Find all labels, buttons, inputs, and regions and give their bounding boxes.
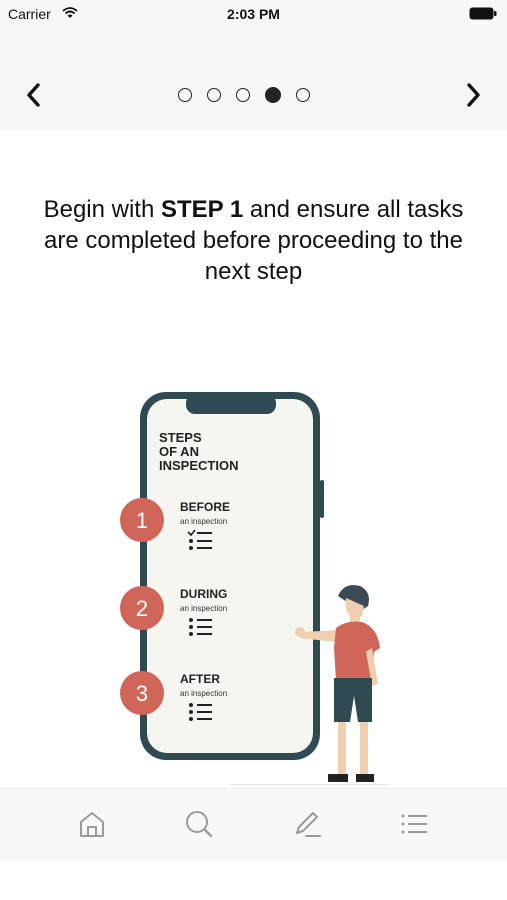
intro-prefix: Begin with [43,196,161,223]
step-title-2: DURING [180,587,227,601]
page-dot-2[interactable] [207,88,221,102]
tab-home[interactable] [75,807,109,841]
step-number-3: 3 [136,681,148,706]
search-icon [186,811,213,838]
intro-suffix: and ensure all tasks are completed befor… [44,196,464,285]
status-time: 2:03 PM [227,6,280,22]
list-icon [189,618,212,636]
person-figure [230,585,390,785]
wifi-icon [62,6,78,24]
carrier-label: Carrier [8,6,51,22]
inspection-illustration: STEPS OF AN INSPECTION 1 BEFORE an inspe… [100,380,420,790]
step-number-1: 1 [136,508,148,533]
home-icon [80,812,104,837]
battery-icon [469,7,497,25]
back-button[interactable] [22,80,46,110]
list-icon [189,703,212,721]
nav-bar [0,28,507,130]
page-dot-3[interactable] [236,88,250,102]
step-badge-1 [120,498,164,542]
tab-list[interactable] [397,807,431,841]
illustration-title-line2: OF AN [159,444,199,459]
illustration-svg: STEPS OF AN INSPECTION 1 BEFORE an inspe… [120,392,390,785]
intro-text: Begin with STEP 1 and ensure all tasks a… [40,194,467,287]
step-number-2: 2 [136,596,148,621]
page-dot-5[interactable] [296,88,310,102]
illustration-title-line1: STEPS [159,430,202,445]
page-dot-1[interactable] [178,88,192,102]
tab-bar [0,788,507,861]
intro-emphasis: STEP 1 [161,196,244,223]
tab-search[interactable] [182,807,216,841]
step-badge-3 [120,671,164,715]
chevron-right-icon [467,83,480,107]
pencil-icon [296,812,321,837]
step-title-3: AFTER [180,672,220,686]
checklist-icon [187,529,212,550]
step-subtitle-2: an inspection [180,604,227,613]
page-indicator [178,87,310,105]
step-subtitle-3: an inspection [180,689,227,698]
step-subtitle-1: an inspection [180,517,227,526]
status-bar: Carrier 2:03 PM [0,0,507,28]
list-icon [401,814,427,834]
illustration-title-line3: INSPECTION [159,458,238,473]
next-button[interactable] [461,80,485,110]
page-dot-4-active[interactable] [265,87,281,103]
step-title-1: BEFORE [180,500,230,514]
tab-edit[interactable] [290,807,324,841]
chevron-left-icon [27,83,40,107]
phone-screen [147,399,313,753]
phone-notch [186,394,276,414]
step-badge-2 [120,586,164,630]
